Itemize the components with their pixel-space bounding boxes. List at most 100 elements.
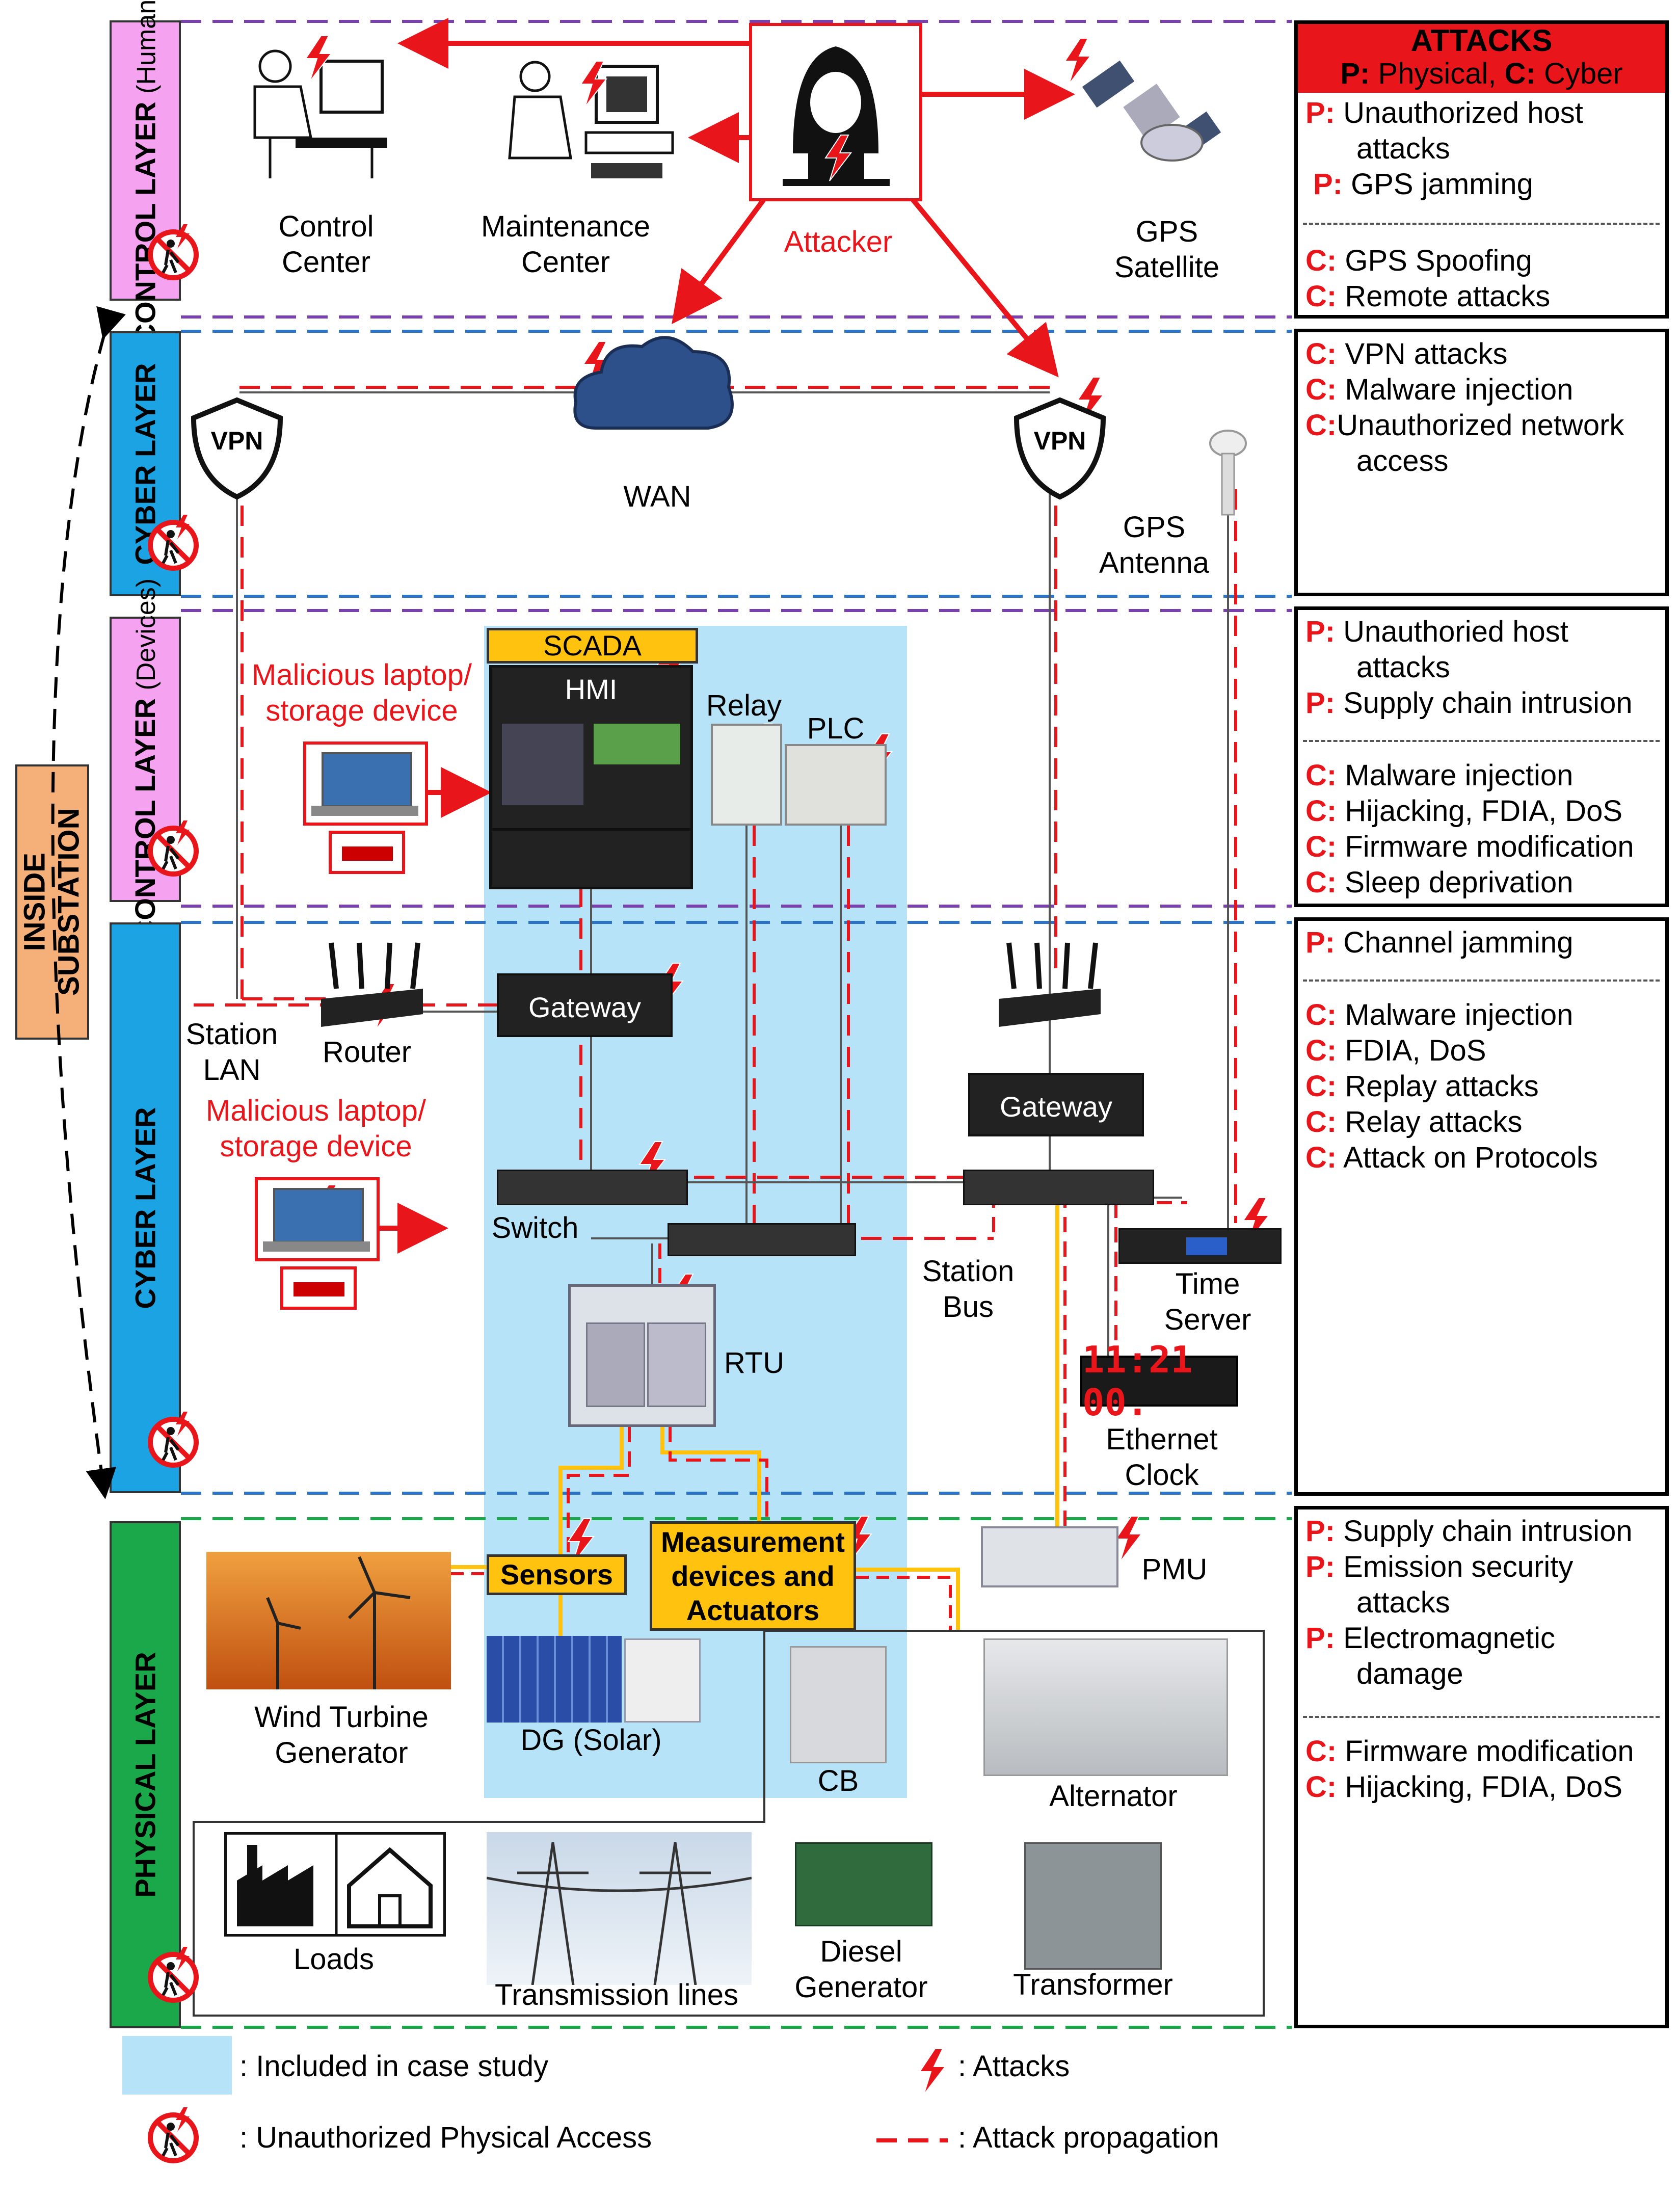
legend-propagation-text: : Attack propagation	[958, 2121, 1219, 2154]
attack-item: C: Hijacking, FDIA, DoS	[1305, 795, 1623, 828]
switch-2	[668, 1223, 856, 1256]
cb-label: CB	[817, 1764, 859, 1797]
attacks-key-c: C:	[1504, 57, 1536, 90]
unauthorized-access-icon-cyber2	[150, 1412, 196, 1465]
alternator-image	[983, 1638, 1228, 1776]
pmu-device	[981, 1526, 1118, 1587]
malicious-usb-2	[280, 1266, 357, 1310]
attack-item: C: Malware injection	[1305, 998, 1574, 1031]
unauthorized-access-icon-cyber1	[150, 515, 196, 568]
cb-image	[790, 1646, 887, 1763]
control-center-icon	[253, 49, 387, 178]
inside-substation-arrow	[51, 306, 126, 1499]
plc-device	[785, 744, 887, 826]
malicious-laptop-2	[255, 1177, 380, 1261]
clock-display: 11:21 00.	[1082, 1338, 1193, 1424]
hmi-label: HMI	[565, 673, 618, 705]
attack-item: C: GPS Spoofing	[1305, 244, 1532, 277]
attack-item: P: Emission security	[1305, 1550, 1574, 1583]
relay-label: Relay	[706, 689, 782, 722]
transmission-lines-image	[486, 1832, 752, 1985]
wind-turbine-image	[206, 1552, 451, 1689]
router-label: Router	[322, 1036, 412, 1069]
loads-label: Loads	[293, 1943, 375, 1976]
vpn-shield-right-icon	[1014, 397, 1106, 500]
transformer-label: Transformer	[1013, 1968, 1173, 2001]
malicious-device-label-1: Malicious laptop/storage device	[252, 658, 472, 727]
attack-item: C: Firmware modification	[1305, 1735, 1634, 1768]
physical-layer-tab: PHYSICAL LAYER	[110, 1521, 181, 2028]
loads-icons	[224, 1832, 446, 1937]
wan-cloud-icon	[573, 336, 734, 430]
scada-header: SCADA	[487, 628, 698, 664]
attack-item: P: Unauthoried host	[1305, 615, 1568, 648]
hmi-monitor: HMI	[489, 665, 693, 833]
attack-item: attacks	[1356, 651, 1450, 684]
attacks-section-1: ATTACKS P: Physical, C: Cyber P: Unautho…	[1294, 20, 1669, 319]
attack-item: C: Replay attacks	[1305, 1070, 1539, 1103]
attacks-section-3: P: Unauthoried host attacks P: Supply ch…	[1294, 606, 1669, 907]
vpn-right-label: VPN	[1033, 427, 1086, 455]
attack-item: C: Firmware modification	[1305, 830, 1634, 863]
rtu-label: RTU	[724, 1346, 785, 1380]
attack-item: P: Channel jamming	[1305, 926, 1574, 959]
attack-item: C: Malware injection	[1305, 373, 1574, 406]
attack-item: C: Relay attacks	[1305, 1105, 1523, 1138]
gateway-1-label: Gateway	[528, 991, 641, 1023]
legend-included-text: : Included in case study	[239, 2050, 549, 2083]
time-server	[1118, 1228, 1282, 1264]
gateway-2-label: Gateway	[1000, 1091, 1112, 1123]
attacks-section-4: P: Channel jamming C: Malware injection …	[1294, 917, 1669, 1496]
wan-label: WAN	[623, 480, 691, 513]
attack-item: C: Hijacking, FDIA, DoS	[1305, 1770, 1623, 1804]
attack-item: P: Unauthorized host	[1305, 96, 1583, 129]
switch-3	[963, 1170, 1154, 1205]
attack-item: C: Malware injection	[1305, 759, 1574, 792]
rtu-cabinet	[568, 1284, 716, 1427]
vpn-left-label: VPN	[210, 427, 263, 455]
vpn-shield-left-icon	[191, 397, 283, 500]
legend-attacks-text: : Attacks	[958, 2050, 1070, 2083]
attack-item: C: FDIA, DoS	[1305, 1034, 1486, 1067]
switch-label: Switch	[491, 1211, 579, 1244]
maintenance-center-icon	[508, 61, 674, 178]
dg-solar-label: DG (Solar)	[520, 1724, 662, 1757]
malicious-laptop-1	[303, 742, 428, 826]
unauthorized-access-icon-physical	[150, 1947, 196, 2000]
switch-1	[497, 1170, 688, 1205]
sensors-box: Sensors	[487, 1554, 627, 1595]
attack-item: P: Electromagnetic	[1305, 1622, 1555, 1655]
hmi-tower	[489, 828, 693, 889]
gateway-2: Gateway	[968, 1073, 1144, 1136]
attacks-key-p: P:	[1340, 57, 1370, 90]
legend-unauthorized-text: : Unauthorized Physical Access	[239, 2121, 652, 2154]
ethernet-clock: 11:21 00.	[1080, 1338, 1238, 1424]
attacks-key-c-text: Cyber	[1535, 57, 1623, 90]
attacks-key-p-text: Physical,	[1370, 57, 1505, 90]
router-2-icon	[999, 942, 1101, 1027]
attacks-header: ATTACKS P: Physical, C: Cyber	[1298, 24, 1665, 93]
attacker-label: Attacker	[784, 225, 893, 258]
unauthorized-access-icon-control-humans	[150, 224, 196, 278]
solar-inverter-image	[624, 1638, 701, 1723]
unauthorized-access-icon-control-devices	[150, 820, 196, 874]
attacks-title: ATTACKS	[1410, 23, 1553, 58]
attack-item: C: Attack on Protocols	[1305, 1141, 1598, 1174]
attack-item: C: Remote attacks	[1305, 280, 1551, 313]
attack-item: C: VPN attacks	[1305, 337, 1508, 370]
attack-item: C: Sleep deprivation	[1305, 866, 1574, 899]
malicious-usb-1	[329, 831, 405, 874]
malicious-device-label-2: Malicious laptop/storage device	[206, 1094, 426, 1163]
solar-panel-image	[487, 1636, 622, 1723]
